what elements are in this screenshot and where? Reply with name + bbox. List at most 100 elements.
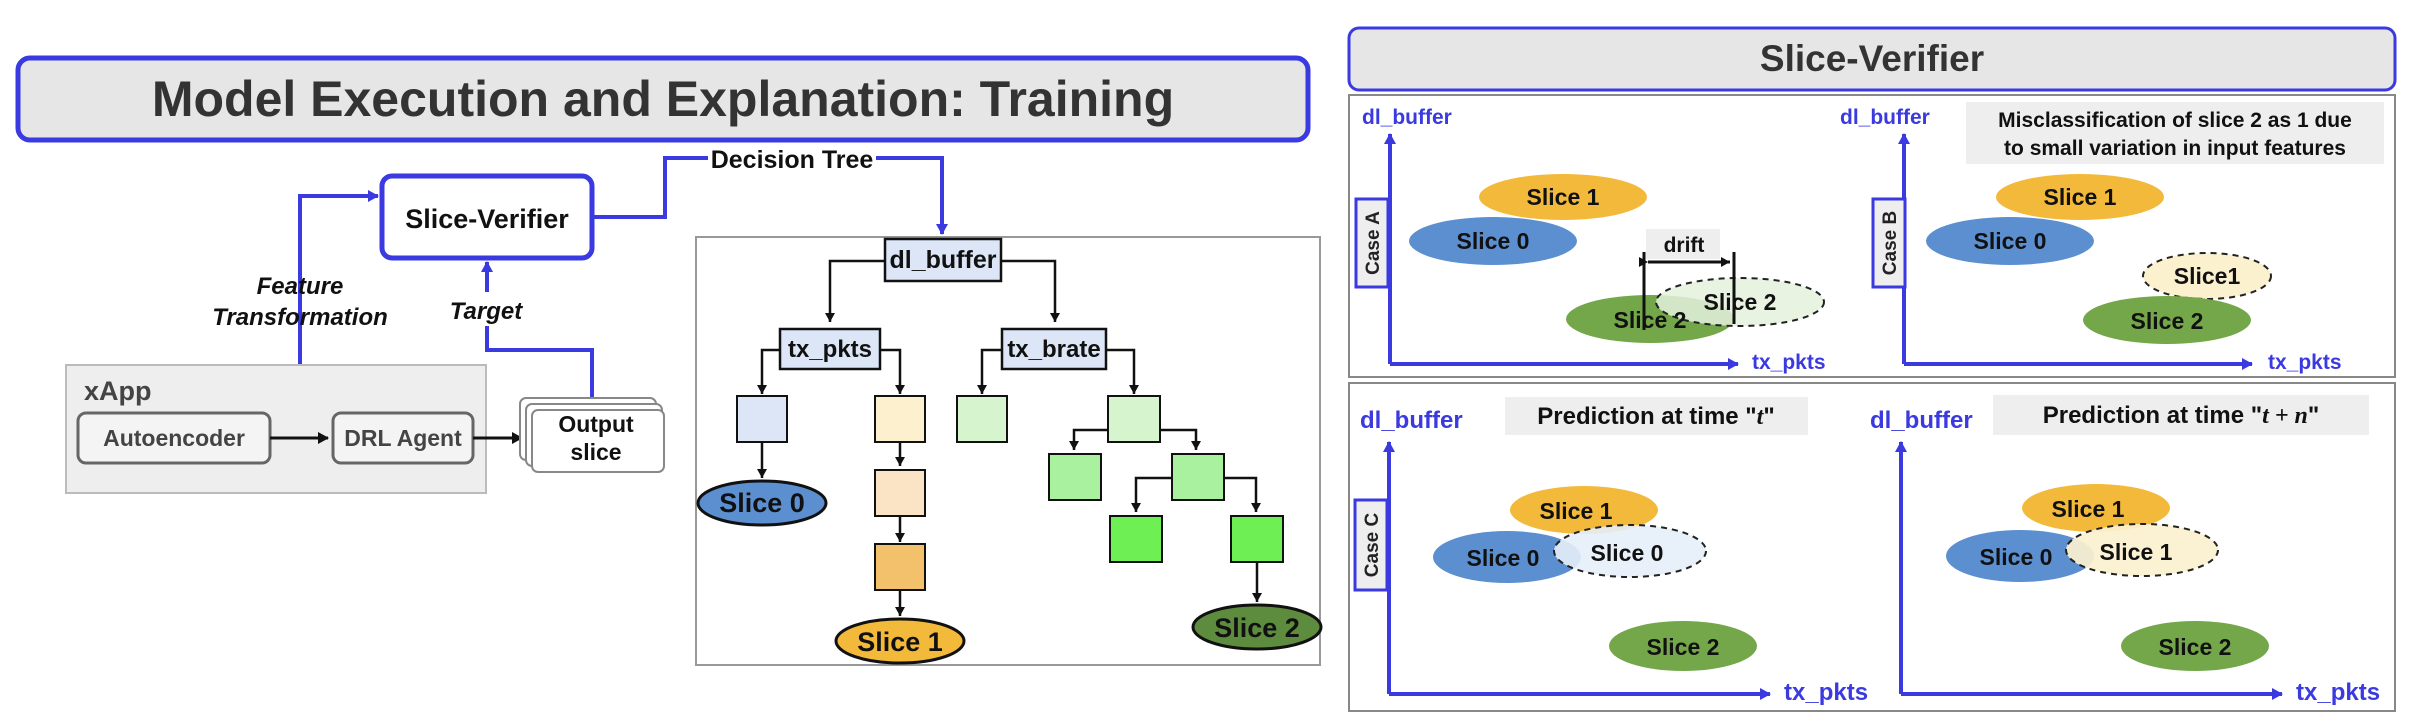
tree-root-label: dl_buffer <box>890 246 997 274</box>
case-a-slice1-label: Slice 1 <box>1527 184 1600 210</box>
case-c-left-title: Prediction at time "t" <box>1537 403 1774 430</box>
case-c-left-title-bg <box>1505 397 1808 435</box>
case-a-slice2-drifted-label: Slice 2 <box>1704 289 1777 315</box>
tree-node-brightgreen-b <box>1230 515 1284 563</box>
case-a-drift-label-bg <box>1646 229 1720 259</box>
feature-transformation-arrow <box>298 190 379 425</box>
case-b-slice1-misclassified <box>2142 252 2272 300</box>
case-c-right-slice2-label: Slice 2 <box>2159 634 2232 660</box>
case-b-slice2 <box>2083 296 2251 344</box>
case-b-note-box <box>1966 102 2384 164</box>
case-a-tag <box>1354 197 1390 289</box>
feature-transformation-line2: Transformation <box>212 304 388 331</box>
case-c-right-slice2 <box>2121 621 2269 671</box>
case-c-tag-label: Case C <box>1362 513 1383 578</box>
case-a-tag-label: Case A <box>1363 211 1384 275</box>
tree-right-node <box>1000 327 1108 371</box>
case-c-left-y-axis-label: dl_buffer <box>1360 407 1463 434</box>
tree-leaf-slice1 <box>834 617 966 665</box>
tree-leaf-slice2-label: Slice 2 <box>1214 613 1300 643</box>
case-c-right-y-axis-label: dl_buffer <box>1870 407 1973 434</box>
output-slice-line1: Output <box>558 411 634 437</box>
case-a-plot: dl_buffer tx_pkts Case A Slice 1 Slice 0… <box>1354 106 1826 374</box>
tree-root-node <box>883 237 1003 283</box>
target-label: Target <box>450 298 523 325</box>
case-a-slice2-drifted <box>1655 277 1825 327</box>
case-c-left-slice2 <box>1609 621 1757 671</box>
case-b-tag-label: Case B <box>1880 211 1901 275</box>
tree-node-green-b <box>1171 453 1225 501</box>
tree-node-peach <box>874 469 926 517</box>
training-title: Model Execution and Explanation: Trainin… <box>152 71 1174 127</box>
case-a-x-axis-label: tx_pkts <box>1752 351 1826 374</box>
decision-tree-arrow <box>592 156 948 235</box>
case-c-left-slice0-label: Slice 0 <box>1467 545 1540 571</box>
case-b-slice1 <box>1996 174 2164 220</box>
tree-left-label: tx_pkts <box>788 336 872 363</box>
case-c-left-slice0-predicted-label: Slice 0 <box>1591 540 1664 566</box>
case-c-right-slice1-predicted <box>2065 523 2219 577</box>
decision-tree-label-bg <box>708 144 876 174</box>
case-c-right-slice1-label: Slice 1 <box>2052 496 2125 522</box>
case-b-plot: dl_buffer tx_pkts Case B Misclassificati… <box>1840 102 2384 374</box>
case-c-left-slice1 <box>1510 486 1658 534</box>
case-a-slice0 <box>1409 217 1577 265</box>
case-b-note-line2: to small variation in input features <box>2004 137 2346 160</box>
case-c-right-title: Prediction at time "t + n" <box>2043 402 2320 429</box>
case-c-left-x-axis-label: tx_pkts <box>1784 679 1868 706</box>
case-a-y-axis-label: dl_buffer <box>1362 106 1452 129</box>
xapp-panel: xApp Autoencoder DRL Agent <box>65 364 487 494</box>
tree-node-orange <box>874 543 926 591</box>
tree-leaf-slice1-label: Slice 1 <box>857 627 943 657</box>
tree-left-node <box>778 327 882 371</box>
tree-leaf-slice0-label: Slice 0 <box>719 488 805 518</box>
target-arrow <box>481 261 594 400</box>
case-c-right-x-axis-label: tx_pkts <box>2296 679 2380 706</box>
case-c-right-slice1 <box>2022 484 2170 532</box>
case-b-y-axis-label: dl_buffer <box>1840 106 1930 129</box>
output-slice-line2: slice <box>570 439 621 465</box>
case-b-slice1-misclassified-label: Slice1 <box>2174 263 2241 289</box>
tree-leaf-slice2 <box>1191 603 1323 651</box>
slice-verifier-box: Slice-Verifier <box>379 173 595 261</box>
case-c-right-title-bg <box>1993 395 2369 435</box>
tree-node-lightgreen-b <box>1107 395 1161 443</box>
case-c-right-slice0-label: Slice 0 <box>1980 544 2053 570</box>
tree-node-cream <box>874 395 926 443</box>
tree-node-lightgreen-a <box>956 395 1008 443</box>
case-c-tag <box>1353 498 1389 592</box>
case-b-x-axis-label: tx_pkts <box>2268 351 2342 374</box>
case-b-slice0-label: Slice 0 <box>1974 228 2047 254</box>
case-a-slice1 <box>1479 174 1647 220</box>
case-a-slice2-original-label: Slice 2 <box>1614 307 1687 333</box>
training-title-banner: Model Execution and Explanation: Trainin… <box>15 55 1311 143</box>
case-b-note-line1: Misclassification of slice 2 as 1 due <box>1998 109 2352 132</box>
tree-leaf-slice0 <box>696 479 828 527</box>
case-c-right-slice0 <box>1946 530 2094 582</box>
tree-edges <box>757 259 1262 616</box>
case-c-right-plot: dl_buffer tx_pkts Prediction at time "t … <box>1870 395 2380 706</box>
target-label-bg <box>440 292 534 326</box>
case-b-slice1-label: Slice 1 <box>2044 184 2117 210</box>
autoencoder-label: Autoencoder <box>103 425 245 451</box>
tree-node-brightgreen-a <box>1109 515 1163 563</box>
case-c-left-slice1-label: Slice 1 <box>1540 498 1613 524</box>
tree-node-green-a <box>1048 453 1102 501</box>
case-b-slice0 <box>1926 217 2094 265</box>
slice-verifier-header-label: Slice-Verifier <box>1760 38 1984 79</box>
slice-verifier-label: Slice-Verifier <box>405 204 569 234</box>
case-a-slice0-label: Slice 0 <box>1457 228 1530 254</box>
case-b-slice2-label: Slice 2 <box>2131 308 2204 334</box>
case-a-drift-label: drift <box>1664 234 1705 257</box>
case-c-left-plot: dl_buffer tx_pkts Case C Prediction at t… <box>1353 397 1868 706</box>
tree-right-label: tx_brate <box>1007 336 1100 363</box>
case-b-tag <box>1871 197 1907 289</box>
case-c-left-slice0-predicted <box>1553 524 1707 578</box>
case-c-left-slice2-label: Slice 2 <box>1647 634 1720 660</box>
feature-transformation-line1: Feature <box>257 273 344 300</box>
case-c-right-slice1-predicted-label: Slice 1 <box>2100 539 2173 565</box>
drl-agent-label: DRL Agent <box>344 425 462 451</box>
slice-verifier-header: Slice-Verifier <box>1347 26 2397 92</box>
xapp-label: xApp <box>84 376 152 406</box>
